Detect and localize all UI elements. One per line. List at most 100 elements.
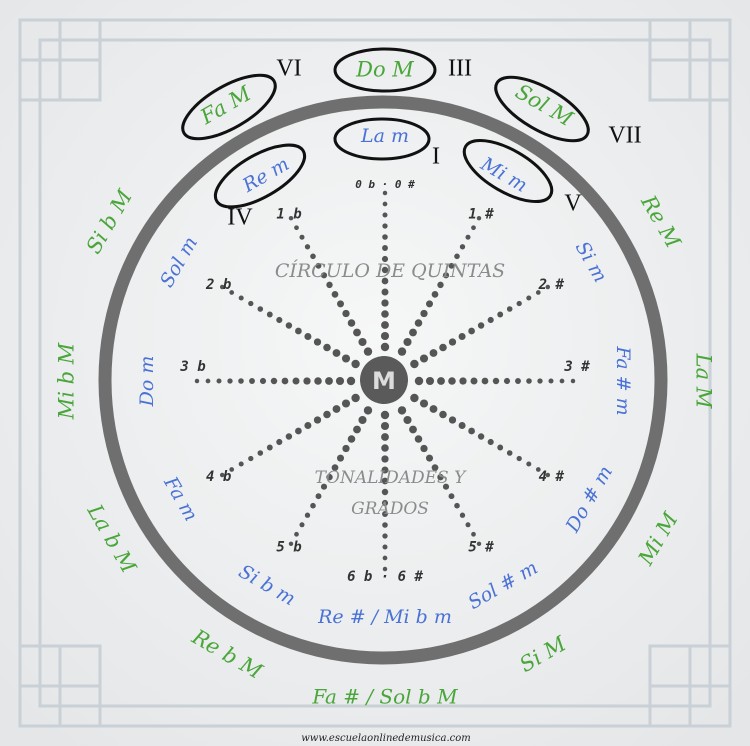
spoke-dot [403,415,412,425]
outer-ring [98,95,668,665]
highlight-re-minor [213,143,307,209]
spoke-dot [342,309,350,318]
spoke-dot [381,433,389,441]
spoke-dot [429,405,438,413]
spoke-dot [439,343,447,352]
center-logo: M [360,356,408,404]
spoke-dot [363,347,373,356]
spoke-dot [351,359,360,369]
spoke-dot [310,253,316,260]
spoke-dot [314,377,322,385]
spoke-dot [380,421,390,431]
spoke-dot [288,541,294,547]
spoke-dot [294,531,299,537]
spoke-dot [437,281,444,289]
spoke-dot [397,406,407,415]
spoke-dot [506,306,513,312]
degree-iii: III [448,56,472,82]
major-key-do-m: Do M [355,58,414,82]
spoke-dot [380,331,390,341]
spoke-dot [310,502,316,509]
spoke-dot [381,255,389,263]
accidentals-10: 2 b [205,277,231,293]
spoke-dot [448,377,456,385]
spoke-dot [353,328,361,337]
website-footer: www.escuelaonlinedemusica.com [301,733,470,744]
spoke-dot [487,438,494,446]
spoke-dot [257,450,264,456]
spoke-dot [459,244,466,250]
spoke-dot [335,376,345,386]
spoke-dot [526,378,532,384]
spoke-dot [276,438,283,446]
spoke-dot [382,522,388,528]
spoke-dot [341,354,351,363]
spoke-dot [295,327,302,335]
spoke-dot [570,378,576,384]
degree-iv: IV [227,205,253,231]
spoke-dot [458,422,466,429]
spoke-dot [304,244,311,250]
spoke-dot [219,472,225,478]
spoke-dot [425,376,435,386]
spoke-dot [276,316,283,324]
spoke-dot [410,393,419,403]
spoke-dot [382,245,388,251]
spoke-dot [516,455,522,462]
spoke-dot [471,531,476,537]
spoke-dot [381,288,389,296]
spoke-dot [403,337,412,347]
spoke-dot [332,349,341,357]
frame-segment [58,644,102,688]
spoke-dot [299,234,305,240]
spoke-dot [382,533,388,539]
spoke-dot [381,444,389,452]
spoke-dot [295,427,302,435]
spoke-dot [347,319,356,327]
frame-segment [58,58,102,102]
spoke-dot [313,338,322,346]
spoke-dot [313,416,322,424]
spoke-dot [382,223,388,229]
spoke-dot [331,464,339,471]
spoke-dot [382,190,388,196]
spoke-dot [382,212,388,218]
spoke-dot [351,393,360,403]
spoke-dot [382,511,388,517]
accidentals-9: 3 b [179,359,205,375]
spoke-dot [420,444,428,453]
spoke-dot [448,416,457,424]
major-key-fa-sharp-sol-flat-m: Fa # / Sol b M [311,685,458,709]
spoke-dot [442,272,450,279]
spoke-dot [454,502,460,509]
highlight-sol-m [494,75,590,143]
spoke-dot [304,333,312,340]
minor-key-la-minor: La m [360,125,409,147]
spoke-dot [353,425,361,434]
spoke-dot [535,290,541,295]
spoke-dot [294,225,299,231]
spoke-dot [476,541,482,547]
spoke-dot [288,215,294,221]
spoke-dot [459,377,467,385]
spoke-dot [426,454,433,462]
spoke-dot [381,266,389,274]
spoke-dot [409,328,417,337]
spoke-dot [299,522,305,528]
spoke-dot [363,406,373,415]
spoke-dot [381,499,389,507]
spoke-dot [537,378,543,384]
spoke-dot [315,262,322,269]
spoke-dot [259,377,267,385]
spoke-dot [381,455,389,463]
spoke-dot [248,300,254,307]
diagram-title: CÍRCULO DE QUINTAS [275,259,505,282]
degree-i: I [432,144,440,170]
spoke-dot [229,290,235,295]
accidentals-0: 0 b · 0 # [355,178,415,191]
spoke-dot [559,378,565,384]
spoke-dot [227,378,233,384]
spoke-dot [304,512,311,518]
